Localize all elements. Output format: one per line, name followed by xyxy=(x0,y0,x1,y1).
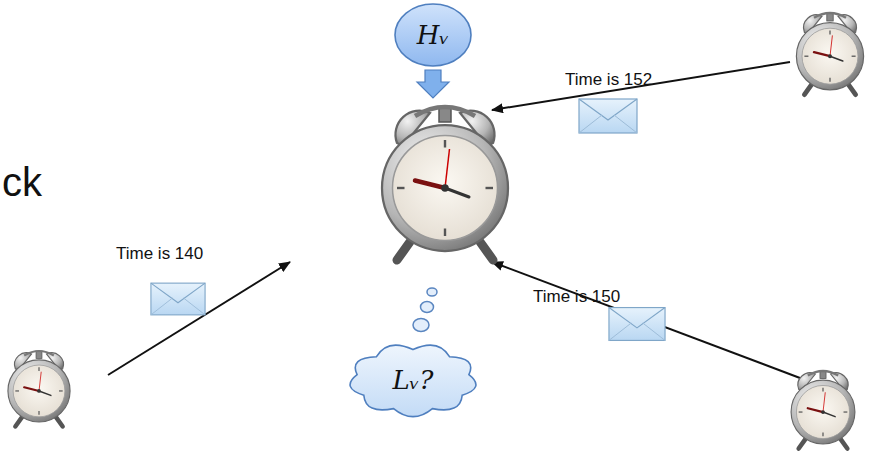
alarm-clock xyxy=(382,107,508,260)
node-label: Hᵥ xyxy=(417,20,449,50)
input-arrow xyxy=(417,70,449,98)
alarm-clock xyxy=(796,13,863,95)
thought-dot xyxy=(427,288,437,296)
message-arrow xyxy=(492,262,800,378)
envelope-icon xyxy=(609,308,665,341)
slide-text-fragment: ck xyxy=(2,160,42,205)
message-label: Time is 150 xyxy=(533,287,620,307)
message-label: Time is 152 xyxy=(565,70,652,90)
input-node: Hᵥ xyxy=(393,2,473,68)
node-text-area: Hᵥ xyxy=(393,2,473,68)
node-text-area: Lᵥ? xyxy=(343,338,483,422)
node-label: Lᵥ? xyxy=(393,365,434,395)
thought-node: Lᵥ? xyxy=(343,338,483,422)
thought-dot xyxy=(413,319,429,332)
thought-dot xyxy=(421,302,434,313)
alarm-clock xyxy=(8,351,70,426)
alarm-clock xyxy=(791,371,855,449)
message-arrow xyxy=(108,262,290,375)
message-label: Time is 140 xyxy=(116,244,203,264)
envelope-icon xyxy=(151,283,205,315)
envelope-icon xyxy=(579,99,637,133)
message-arrow xyxy=(492,62,790,110)
